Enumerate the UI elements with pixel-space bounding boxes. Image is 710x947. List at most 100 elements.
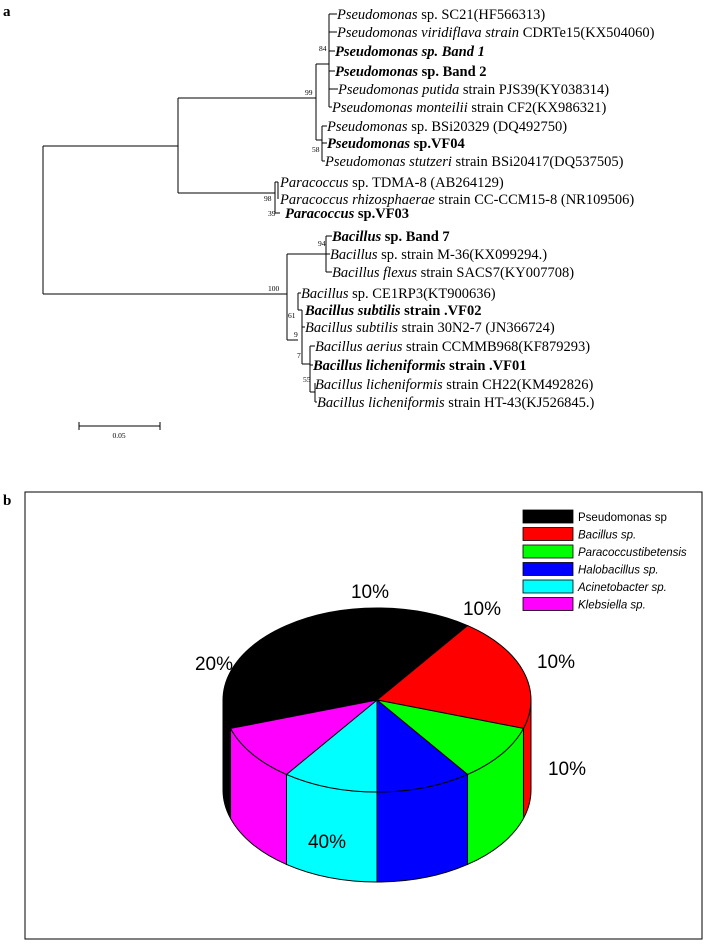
- leaf-strain: strain 30N2-7 (JN366724): [398, 320, 555, 336]
- legend-entry: Bacillus sp.: [578, 530, 636, 542]
- tree-leaf-label: Paracoccus sp.VF03: [285, 206, 409, 222]
- leaf-strain: strain .VF01: [446, 358, 527, 374]
- tree-leaf-label: Bacillus subtilis strain .VF02: [304, 303, 481, 319]
- tree-leaf-label: Bacillus aerius strain CCMMB968(KF879293…: [315, 339, 590, 355]
- pie-percent-label: 40%: [308, 832, 346, 853]
- leaf-genus: Paracoccus: [285, 206, 355, 222]
- tree-leaf-label: Paracoccus sp. TDMA-8 (AB264129): [279, 175, 504, 191]
- leaf-strain: sp. strain M-36(KX099294.): [378, 247, 548, 263]
- pie-slice: [376, 699, 525, 776]
- tree-leaf-label: Pseudomonas viridiflava strain CDRTe15(K…: [336, 25, 655, 41]
- leaf-strain: sp.VF03: [354, 206, 409, 222]
- leaf-strain: sp. SC21(HF566313): [418, 7, 546, 23]
- panel-a-label: a: [3, 4, 11, 20]
- leaf-genus: Pseudomonas stutzeri: [324, 154, 452, 170]
- pie-percent-label: 20%: [195, 654, 233, 675]
- pie-slice: [375, 624, 532, 729]
- leaf-genus: Bacillus flexus: [332, 265, 417, 281]
- tree-leaf-label: Bacillus licheniformis strain CH22(KM492…: [315, 377, 593, 393]
- leaf-genus: Bacillus: [330, 247, 378, 263]
- scale-bar: 0.05: [78, 422, 161, 440]
- leaf-strain: strain CCMMB968(KF879293): [402, 339, 590, 355]
- leaf-genus: Paracoccus: [279, 175, 349, 191]
- leaf-strain: sp. CE1RP3(KT900636): [349, 286, 496, 302]
- leaf-genus: Pseudomonas sp. Band 1: [335, 44, 485, 60]
- leaf-genus: Bacillus licheniformis: [317, 395, 445, 411]
- leaf-genus: Bacillus: [331, 229, 382, 245]
- bootstrap-value: 9: [294, 330, 298, 339]
- leaf-genus: Pseudomonas viridiflava strain: [336, 25, 519, 41]
- tree-leaf-label: Pseudomonas sp. Band 1: [335, 44, 485, 60]
- tree-leaf-label: Pseudomonas monteilii strain CF2(KX98632…: [331, 100, 606, 116]
- leaf-genus: Pseudomonas monteilii: [331, 100, 468, 116]
- tree-leaf-label: Bacillus sp. CE1RP3(KT900636): [301, 286, 496, 302]
- tree-leaf-label: Bacillus licheniformis strain HT-43(KJ52…: [317, 395, 595, 411]
- panel-b-label: b: [3, 493, 11, 509]
- tree-leaf-label: Pseudomonas sp. BSi20329 (DQ492750): [326, 119, 567, 135]
- leaf-strain: strain PJS39(KY038314): [459, 82, 609, 98]
- pie-percent-labels: 40%20%10%10%10%10%: [195, 582, 586, 853]
- leaf-genus: Bacillus subtilis: [304, 303, 401, 319]
- leaf-strain: strain SACS7(KY007708): [417, 265, 574, 281]
- leaf-strain: sp. BSi20329 (DQ492750): [408, 119, 568, 135]
- bootstrap-value: 55: [303, 375, 311, 384]
- tree-leaf-label: Bacillus flexus strain SACS7(KY007708): [332, 265, 574, 281]
- tree-leaf-label: Bacillus subtilis strain 30N2-7 (JN36672…: [305, 320, 555, 336]
- leaf-strain: strain CC-CCM15-8 (NR109506): [435, 192, 635, 208]
- leaf-strain: sp. Band 7: [381, 229, 450, 245]
- legend-entry: Klebsiella sp.: [578, 600, 646, 612]
- pie-slice: [285, 698, 378, 793]
- leaf-strain: sp. Band 2: [418, 64, 487, 80]
- tree-leaf-label: Bacillus sp. Band 7: [331, 229, 450, 245]
- bootstrap-value: 7: [297, 351, 301, 360]
- leaf-genus: Pseudomonas putida: [337, 82, 459, 98]
- tree-leaf-label: Pseudomonas sp.VF04: [327, 136, 465, 152]
- leaf-genus: Bacillus: [301, 286, 349, 302]
- bootstrap-value: 39: [268, 209, 276, 218]
- pie-slice: [229, 699, 378, 776]
- leaf-strain: sp. TDMA-8 (AB264129): [348, 175, 503, 191]
- legend-entry: Acinetobacter sp.: [577, 582, 667, 594]
- phylogenetic-tree: [42, 13, 338, 403]
- bootstrap-value: 61: [288, 311, 296, 320]
- bootstrap-value: 98: [264, 194, 272, 203]
- leaf-strain: strain CH22(KM492826): [443, 377, 594, 393]
- legend-swatch: [522, 509, 574, 524]
- leaf-genus: Pseudomonas: [326, 119, 408, 135]
- legend-swatch: [522, 527, 574, 541]
- bootstrap-value: 100: [268, 284, 280, 293]
- leaf-genus: Pseudomonas: [336, 7, 418, 23]
- leaf-genus: Bacillus licheniformis: [312, 358, 446, 374]
- bootstrap-value: 84: [319, 44, 327, 53]
- pie-slice: [376, 698, 469, 793]
- leaf-strain: sp.VF04: [410, 136, 465, 152]
- tree-leaf-label: Pseudomonas stutzeri strain BSi20417(DQ5…: [324, 154, 624, 170]
- legend-swatch: [522, 597, 574, 611]
- legend-entry: Paracoccustibetensis: [578, 547, 687, 559]
- pie-percent-label: 10%: [351, 582, 389, 603]
- tree-leaf-label: Pseudomonas sp. SC21(HF566313): [336, 7, 545, 23]
- legend-swatch: [522, 544, 574, 559]
- chart-legend: Pseudomonas sp Bacillus sp. Paracoccustibe…: [522, 509, 687, 612]
- pie-slice: [222, 607, 469, 729]
- legend-entry: Pseudomonas sp: [578, 512, 667, 524]
- tree-leaf-label: Pseudomonas sp. Band 2: [335, 64, 487, 80]
- leaf-strain: strain CF2(KX986321): [468, 100, 607, 116]
- leaf-genus: Bacillus aerius: [315, 339, 403, 355]
- legend-entry: Halobacillus sp.: [578, 565, 659, 577]
- tree-leaf-label: Pseudomonas putida strain PJS39(KY038314…: [337, 82, 609, 98]
- bootstrap-value: 99: [305, 88, 313, 97]
- legend-swatch: [522, 579, 574, 594]
- bootstrap-value: 94: [318, 239, 326, 248]
- leaf-genus: Pseudomonas: [335, 64, 418, 80]
- scale-bar-label: 0.05: [112, 431, 125, 440]
- tree-leaf-label: Bacillus sp. strain M-36(KX099294.): [330, 247, 547, 263]
- tree-leaf-label: Bacillus licheniformis strain .VF01: [312, 358, 527, 374]
- leaf-genus: Paracoccus rhizosphaerae: [279, 192, 435, 208]
- pie-percent-label: 10%: [463, 599, 501, 620]
- leaf-strain: strain BSi20417(DQ537505): [452, 154, 624, 170]
- pie-chart: [222, 607, 532, 883]
- pie-percent-label: 10%: [548, 759, 586, 780]
